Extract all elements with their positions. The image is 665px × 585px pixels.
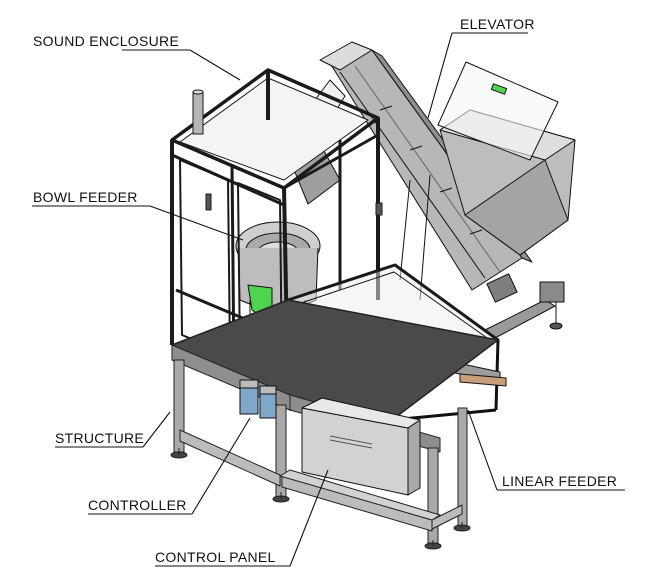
label-control-panel: CONTROL PANEL — [155, 549, 276, 565]
label-linear-feeder: LINEAR FEEDER — [502, 473, 618, 489]
label-controller: CONTROLLER — [88, 497, 187, 513]
label-bowl-feeder: BOWL FEEDER — [33, 189, 138, 205]
elevator-top-cover — [319, 41, 373, 71]
enclosure-vent — [192, 91, 204, 135]
controller — [239, 379, 277, 419]
label-sound-enclosure: SOUND ENCLOSURE — [33, 33, 180, 49]
elevator — [299, 41, 576, 339]
hopper-lid — [437, 61, 559, 161]
label-elevator: ELEVATOR — [460, 16, 535, 32]
leader-lines — [32, 32, 625, 567]
control-panel — [301, 397, 421, 496]
label-structure: STRUCTURE — [55, 430, 145, 446]
